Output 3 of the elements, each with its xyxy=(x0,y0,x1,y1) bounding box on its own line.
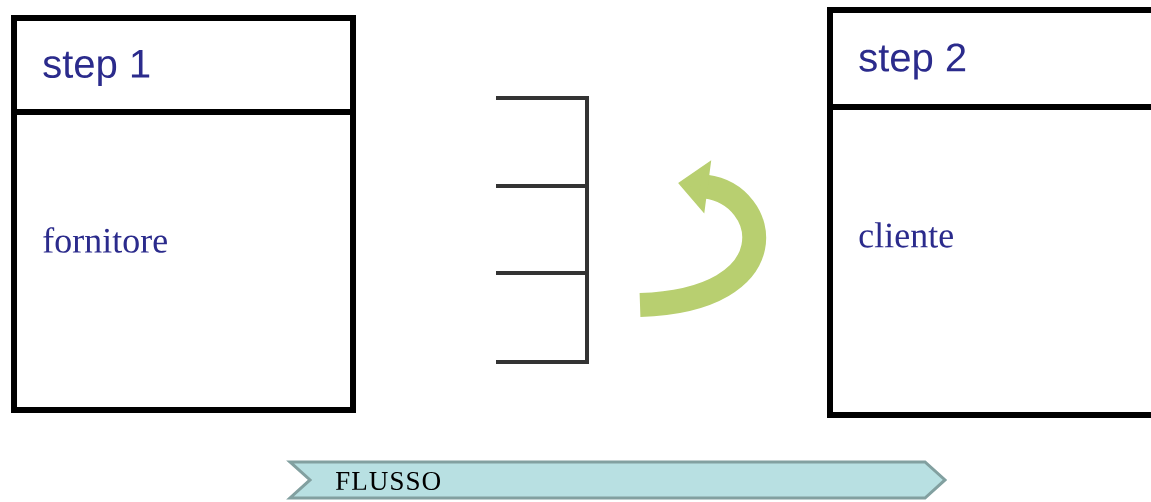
step-box: step 1 fornitore xyxy=(11,15,356,413)
chevron-band: FLUSSO xyxy=(286,460,948,500)
step-box: step 2 cliente xyxy=(827,7,1151,418)
